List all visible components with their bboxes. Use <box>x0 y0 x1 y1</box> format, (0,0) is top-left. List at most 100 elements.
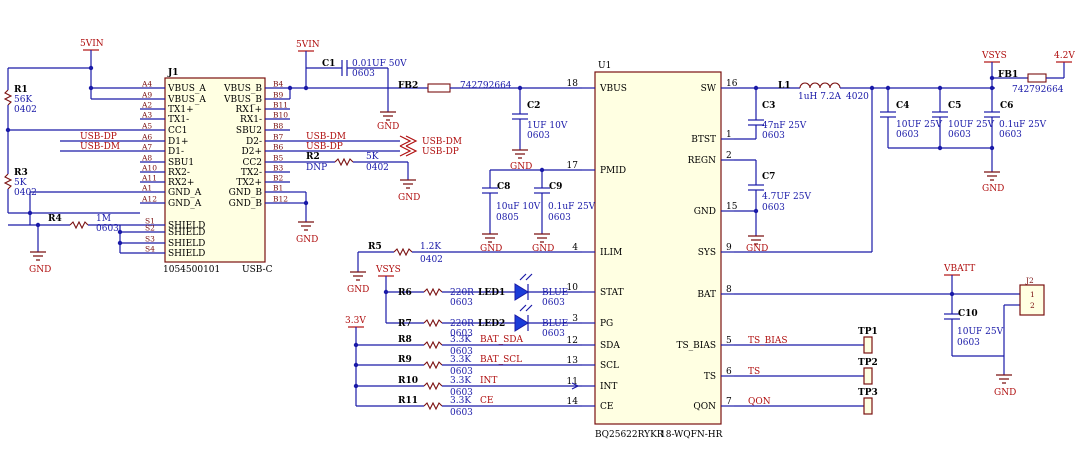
j1-pin-name: D1+ <box>168 137 188 147</box>
net-usb-dm-flag: USB-DM <box>422 137 462 147</box>
u1-pin-name: ILIM <box>600 248 622 258</box>
gnd-label-c6: GND <box>982 184 1004 194</box>
c2-value: 1UF 10V <box>527 121 568 131</box>
j1-pin-name: VBUS_A <box>167 95 206 105</box>
c4-value: 10UF 25V <box>896 120 943 130</box>
connector-j2: J2 1 2 <box>1019 276 1045 316</box>
u1-pin-num: 14 <box>567 397 579 407</box>
l1-value: 1uH 7.2A <box>798 92 842 102</box>
r1-pkg: 0402 <box>14 105 37 115</box>
c2-pkg: 0603 <box>527 131 550 141</box>
led1-value: BLUE <box>542 288 568 298</box>
c7-ref: C7 <box>762 172 775 182</box>
j1-pin-name: TX2- <box>241 168 262 178</box>
gnd-label-j1b: GND <box>296 235 318 245</box>
r10-pkg: 0603 <box>450 388 473 398</box>
j1-pin-num: B10 <box>273 111 288 120</box>
gnd-label-r5: GND <box>347 285 369 295</box>
c10-value: 10UF 25V <box>957 327 1004 337</box>
usb-nets-left: USB-DP USB-DM <box>60 132 140 152</box>
j1-pin-name: D2+ <box>242 147 262 157</box>
j1-pin-name: RX1+ <box>236 105 262 115</box>
fb1-value: 742792664 <box>1012 85 1064 95</box>
u1-pin-num: 9 <box>726 243 732 253</box>
gnd-label-r2: GND <box>398 193 420 203</box>
u1-pin-name: BAT <box>697 290 716 300</box>
r3-pkg: 0402 <box>14 188 37 198</box>
gnd-label-c9: GND <box>532 244 554 254</box>
r4-pkg: 0603 <box>96 224 119 234</box>
j1-pin-num: A1 <box>141 184 152 193</box>
gnd-label-c1: GND <box>377 122 399 132</box>
j1-pin-num: B8 <box>273 122 284 131</box>
j1-pin-name: RX1- <box>240 115 262 125</box>
j1-pin-name: TX1+ <box>168 105 194 115</box>
u1-pin-name: CE <box>600 402 613 412</box>
j2-pin2: 2 <box>1030 301 1035 310</box>
u1-pin-num: 13 <box>567 356 579 366</box>
j1-pin-num: S3 <box>145 235 155 244</box>
gnd-label-c7: GND <box>746 244 768 254</box>
j1-pin-num: A12 <box>141 195 157 204</box>
j1-pin-name: D1- <box>168 147 184 157</box>
j1-pin-num: B11 <box>273 101 288 110</box>
power-label-42v: 4.2V <box>1054 51 1075 61</box>
power-label-5vin: 5VIN <box>80 39 104 49</box>
j1-pin-num: B12 <box>273 195 288 204</box>
led-rail: VSYS R6 220R 0603 LED1 BLUE 0603 R7 220R… <box>375 265 582 339</box>
u1-pin-num: 6 <box>726 367 732 377</box>
gnd-label-c2: GND <box>510 162 532 172</box>
j1-pin-name: TX2+ <box>236 178 262 188</box>
r2-ref: R2 <box>306 152 320 162</box>
j1-body <box>164 77 266 263</box>
capacitor-c2: GND C2 1UF 10V 0603 <box>510 85 568 172</box>
sys-net <box>734 88 873 253</box>
j1-pin-num: A6 <box>141 133 152 142</box>
power-label-vsys-top: VSYS <box>981 51 1007 61</box>
j1-pin-name: GND_B <box>229 188 263 198</box>
u1-pin-num: 2 <box>726 151 732 161</box>
c7-value: 4.7UF 25V <box>762 192 811 202</box>
net-usb-dp-flag: USB-DP <box>422 147 459 157</box>
u1-pin-name: VBUS <box>599 84 627 94</box>
c1-ref: C1 <box>322 59 335 69</box>
r3-value: 5K <box>14 178 27 188</box>
resistor-r3: R3 5K 0402 <box>3 130 37 213</box>
r1-ref: R1 <box>14 85 28 95</box>
l1-ref: L1 <box>778 81 791 91</box>
j1-pin-num: S4 <box>145 245 155 254</box>
net-usb-dp-right: USB-DP <box>306 142 343 152</box>
r3-ref: R3 <box>14 168 28 178</box>
j1-ref: J1 <box>167 68 179 78</box>
u1-pin-num: 10 <box>567 283 579 293</box>
gnd-label-j2: GND <box>994 388 1016 398</box>
j1-pin-name: D2- <box>246 137 262 147</box>
j1-pin-num: B5 <box>273 154 284 163</box>
j1-pin-num: A2 <box>141 101 152 110</box>
c1-pkg: 0603 <box>352 69 375 79</box>
r9-pkg: 0603 <box>450 367 473 377</box>
capacitor-c3: C3 47nF 25V 0603 <box>734 88 807 141</box>
sw-inductor: L1 1uH 7.2A 4020 <box>734 81 995 102</box>
led1-ref: LED1 <box>478 288 505 298</box>
net-ts: TS <box>748 367 760 377</box>
r6-ref: R6 <box>398 288 412 298</box>
j1-pin-num: A8 <box>141 154 152 163</box>
u1-pin-num: 18 <box>567 79 579 89</box>
r6-pkg: 0603 <box>450 298 473 308</box>
c5-pkg: 0603 <box>948 130 971 140</box>
r7-ref: R7 <box>398 319 412 329</box>
ferrite-fb2: FB2 742792664 <box>398 81 582 93</box>
j1-pin-num: B4 <box>273 80 284 89</box>
j1-pin-num: B6 <box>273 143 284 152</box>
u1-right-pins: 16SW1BTST2REGN15GND9SYS8BAT5TS_BIAS6TS7Q… <box>676 79 737 412</box>
tp1-ref: TP1 <box>858 327 878 337</box>
r4-value: 1M <box>96 214 111 224</box>
